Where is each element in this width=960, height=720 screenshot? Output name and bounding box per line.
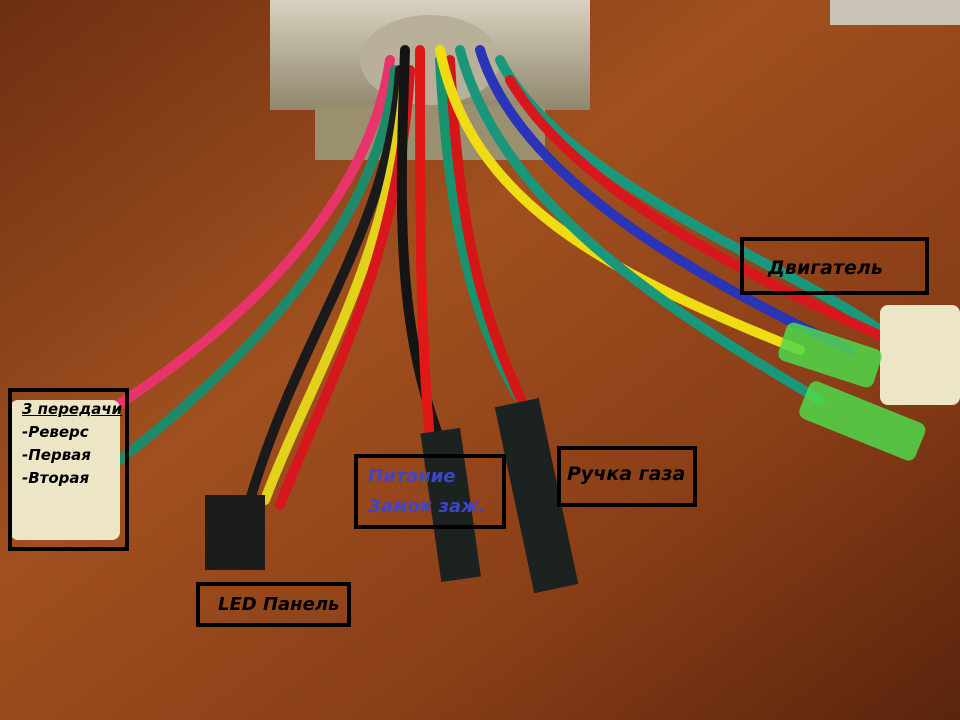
- power-label: Питание: [368, 466, 456, 487]
- wire-yellow-motor: [435, 45, 805, 355]
- wires: [105, 45, 895, 510]
- throttle-label-box: Ручка газа: [557, 446, 697, 507]
- wire-red-motor: [505, 75, 895, 345]
- gears-label-box: 3 передачи -Реверс -Первая -Вторая: [8, 388, 129, 551]
- connectors: [10, 305, 960, 594]
- green-connector-1: [778, 322, 882, 388]
- throttle-connector: [494, 398, 579, 594]
- wire-red-power: [415, 45, 435, 445]
- wire-blue-motor: [475, 45, 855, 355]
- green-connector-2: [799, 381, 926, 461]
- power-connector: [420, 427, 481, 583]
- wire-pink: [105, 55, 395, 415]
- wire-teal-left: [115, 65, 400, 465]
- motor-label-box: Двигатель: [740, 237, 929, 295]
- gear-connector: [10, 400, 120, 540]
- gears-title: 3 передачи: [22, 400, 123, 418]
- gears-item-first: -Первая: [22, 446, 91, 464]
- throttle-label: Ручка газа: [567, 463, 686, 485]
- led-connector: [205, 495, 265, 570]
- wire-teal-motor: [455, 45, 825, 405]
- gears-item-second: -Вторая: [22, 469, 90, 487]
- motor-connector: [880, 305, 960, 405]
- wire-red-throttle: [445, 55, 535, 425]
- led-panel-label-box: LED Панель: [196, 582, 351, 627]
- wire-yellow-led: [260, 65, 410, 505]
- wire-black-left: [245, 65, 405, 505]
- motor-label: Двигатель: [768, 257, 883, 279]
- power-label-box: Питание Замок заж.: [354, 454, 506, 529]
- ignition-lock-label: Замок заж.: [368, 496, 486, 517]
- led-panel-label: LED Панель: [218, 594, 340, 615]
- gears-item-reverse: -Реверс: [22, 423, 89, 441]
